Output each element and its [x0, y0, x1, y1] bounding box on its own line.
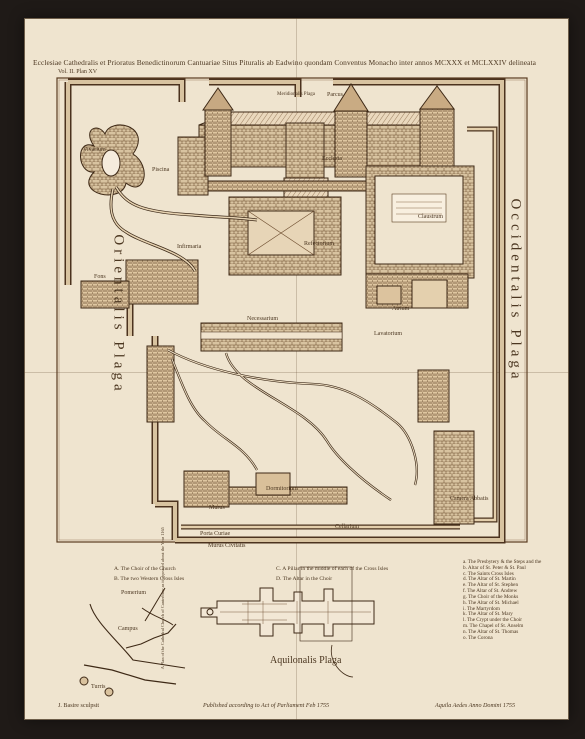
plan-number: Vol. II. Plan XV	[58, 69, 98, 75]
legend-right-item: i. The Martyrdom	[463, 605, 500, 612]
atrium-label: Atrium	[392, 306, 410, 312]
legend-item-c: C. A Pillar in the middle of each of the…	[276, 566, 389, 572]
legend-right-item: m. The Chapel of St. Anselm	[463, 622, 524, 629]
dormitorium-label: Dormitorium	[266, 486, 298, 492]
camera-abbatis-label: Camera Abbatis	[450, 496, 489, 502]
infirmaria-label: Infirmaria	[177, 244, 202, 250]
orientalis-plaga-label: Orientalis Plaga	[110, 234, 127, 395]
legend-right-item: e. The Altar of St. Stephen	[463, 582, 519, 589]
engraver-credit: J. Basire sculpsit	[58, 703, 100, 709]
parcus-label: Parcus	[327, 92, 343, 98]
meridionalis-plaga-label: Meridionalis Plaga	[277, 92, 315, 97]
piscina-label: Piscina	[152, 167, 170, 173]
turris-label: Turris	[91, 684, 106, 690]
map-legend-right: a. The Presbytery & the Steps and the b.…	[463, 559, 547, 641]
cathedral-floor-plan	[200, 587, 375, 637]
legend-right-item: l. The Crypt under the Choir	[463, 617, 522, 624]
occidentalis-plaga-label: Occidentalis Plaga	[507, 198, 524, 383]
ecclesia-label: Ecclesia	[322, 156, 342, 162]
legend-right-item: g. The Choir of the Monks	[463, 593, 519, 600]
necessarium-label: Necessarium	[247, 316, 278, 322]
legend-item-a: A. The Choir of the Church	[114, 566, 176, 572]
lavatorium-label: Lavatorium	[374, 331, 402, 337]
publisher-note: Aquila Aedes Anno Domini 1755	[435, 703, 516, 709]
legend-right-item: n. The Altar of St. Thomas	[463, 628, 519, 635]
legend-right-item: o. The Corona	[463, 634, 493, 641]
cloister	[365, 165, 475, 309]
publication-note: Published according to Act of Parliament…	[203, 703, 330, 709]
refectorium-label: Refectorium	[304, 241, 334, 247]
legend-right-item: b. Altar of St. Peter & St. Paul	[463, 564, 526, 571]
legend-item-d: D. The Altar in the Choir	[276, 576, 333, 582]
legend-right-item: d. The Altar of St. Martin	[463, 576, 516, 583]
pomerium-label: Pomerium	[121, 590, 146, 596]
cellarium-label: Cellarium	[335, 524, 359, 530]
legend-right-item: c. The Saints Cross Isles	[463, 570, 514, 577]
legend-right-item: h. The Altar of St. Michael	[463, 599, 519, 606]
claustrum-label: Claustrum	[418, 214, 443, 220]
map-legend-left: A. The Choir of the Church B. The two We…	[114, 566, 444, 615]
west-range	[125, 259, 199, 305]
porta-curiae-label: Porta Curiae	[200, 531, 231, 537]
legend-right-item: f. The Altar of St. Andrew	[463, 588, 518, 595]
vivarium-label: Vivarium	[83, 147, 106, 153]
murus-civitatis-label: Murus Civitatis	[208, 543, 246, 549]
cathedral	[177, 83, 455, 276]
fold-line-horizontal	[24, 372, 569, 373]
aquilonalis-plaga-label: Aquilonalis Plaga	[270, 655, 342, 666]
campus-label: Campus	[118, 626, 138, 632]
legend-item-b: B. The two Western Cross Isles	[114, 576, 185, 582]
fons-label: Fons	[94, 274, 106, 280]
fold-line-vertical	[296, 18, 297, 720]
legend-right-item: k. The Altar of St. Mary	[463, 611, 513, 618]
murus-label: Murus	[209, 505, 225, 511]
legend-right-item: a. The Presbytery & the Steps and the	[463, 559, 542, 565]
map-title: Ecclesiae Cathedralis et Prioratus Bened…	[33, 58, 536, 67]
